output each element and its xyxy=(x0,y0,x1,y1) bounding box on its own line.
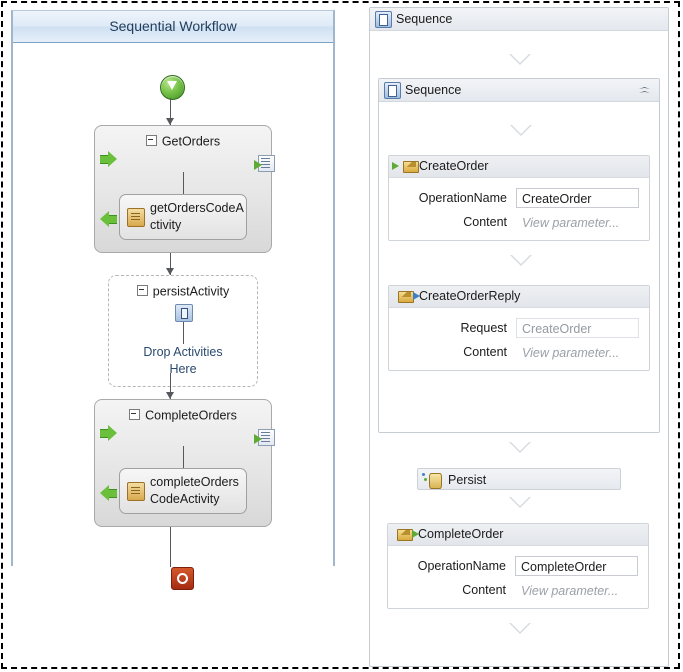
field-row: Request CreateOrder xyxy=(389,318,639,338)
card-createorder[interactable]: CreateOrder OperationName CreateOrder Co… xyxy=(388,155,650,241)
start-arrow-icon[interactable] xyxy=(160,75,185,100)
persist-badge-icon xyxy=(422,473,428,481)
inner-sequence-header[interactable]: Sequence xyxy=(379,79,659,102)
drop-triangle-icon[interactable] xyxy=(510,125,532,136)
inner-sequence-label: Sequence xyxy=(405,83,462,97)
outer-sequence-label: Sequence xyxy=(396,12,453,26)
outer-sequence-header[interactable]: Sequence xyxy=(370,8,668,31)
connector-line xyxy=(183,172,184,194)
connector-arrow xyxy=(166,268,174,275)
persist-icon[interactable] xyxy=(175,304,193,322)
collapse-expander-icon[interactable] xyxy=(145,135,157,147)
connector-line xyxy=(183,322,184,344)
drop-activities-text-line2: Here xyxy=(169,362,197,376)
sequence-icon xyxy=(384,82,401,99)
activity-persistactivity-label: persistActivity xyxy=(152,284,230,299)
field-label: Content xyxy=(463,215,507,229)
card-persist[interactable]: Persist xyxy=(417,468,621,490)
field-row: Content View parameter... xyxy=(388,580,638,600)
connector-arrow xyxy=(166,392,174,399)
receive-envelope-icon xyxy=(403,161,419,173)
activity-getorderscodeactivity[interactable]: getOrdersCodeActivity xyxy=(119,194,247,240)
sequence-icon xyxy=(375,11,392,28)
workflow-canvas[interactable]: GetOrders getOrdersCodeActivity persistA… xyxy=(13,43,333,590)
collapse-expander-icon[interactable] xyxy=(129,409,141,421)
code-scroll-icon xyxy=(127,208,145,227)
connector-line xyxy=(183,446,184,468)
field-label: OperationName xyxy=(417,559,506,573)
card-createorder-title: CreateOrder xyxy=(419,159,489,173)
card-createorder-header: CreateOrder xyxy=(389,156,649,178)
connector-arrow xyxy=(166,118,174,125)
drop-triangle-icon[interactable] xyxy=(510,255,532,266)
field-row: Content View parameter... xyxy=(389,212,639,232)
card-createorderreply[interactable]: CreateOrderReply Request CreateOrder Con… xyxy=(388,285,650,371)
activity-completeorders[interactable]: CompleteOrders completeOrdersCodeActivit… xyxy=(94,399,275,527)
field-label: OperationName xyxy=(418,191,507,205)
stop-icon[interactable] xyxy=(171,567,194,590)
sequential-workflow-panel: Sequential Workflow GetOrders getOrdersC… xyxy=(11,10,335,590)
request-input[interactable]: CreateOrder xyxy=(516,318,639,338)
activity-getorderscodeactivity-label: getOrdersCodeActivity xyxy=(150,201,244,232)
activity-completeorders-label: CompleteOrders xyxy=(145,408,237,423)
card-persist-label: Persist xyxy=(448,473,487,487)
inner-sequence-panel[interactable]: Sequence CreateOrder OperationName Creat… xyxy=(378,78,660,433)
code-scroll-icon xyxy=(127,482,145,501)
field-label: Content xyxy=(463,345,507,359)
card-completeorder[interactable]: CompleteOrder OperationName CompleteOrde… xyxy=(387,523,649,609)
receive-document-icon[interactable] xyxy=(254,155,275,172)
chevron-up-icon[interactable] xyxy=(638,83,652,97)
connector-line xyxy=(170,253,171,275)
send-envelope-icon xyxy=(397,529,413,541)
connector-line xyxy=(170,373,171,399)
activity-getorders[interactable]: GetOrders getOrdersCodeActivity xyxy=(94,125,275,253)
outbound-arrow-icon xyxy=(412,530,419,538)
card-createorderreply-header: CreateOrderReply xyxy=(389,286,649,308)
activity-completeorders-header: CompleteOrders xyxy=(95,400,271,423)
drop-activities-text-line1: Drop Activities xyxy=(143,345,223,359)
content-link[interactable]: View parameter... xyxy=(516,342,639,362)
card-completeorder-title: CompleteOrder xyxy=(418,527,504,541)
outer-sequence-panel[interactable]: Sequence Sequence CreateOrder OperationN… xyxy=(369,7,669,667)
card-createorderreply-title: CreateOrderReply xyxy=(419,289,521,303)
activity-getorders-label: GetOrders xyxy=(161,134,221,149)
field-label: Content xyxy=(462,583,506,597)
activity-getorders-header: GetOrders xyxy=(95,126,271,149)
field-row: Content View parameter... xyxy=(389,342,639,362)
persist-database-icon xyxy=(429,473,442,489)
drop-triangle-icon[interactable] xyxy=(509,54,531,65)
outbound-arrow-icon xyxy=(413,292,420,300)
workflow-title: Sequential Workflow xyxy=(13,11,333,43)
content-link[interactable]: View parameter... xyxy=(516,212,639,232)
content-link[interactable]: View parameter... xyxy=(515,580,638,600)
send-reply-envelope-icon xyxy=(398,291,414,303)
field-row: OperationName CompleteOrder xyxy=(388,556,638,576)
field-label: Request xyxy=(460,321,507,335)
collapse-expander-icon[interactable] xyxy=(136,285,148,297)
inbound-arrow-icon xyxy=(392,162,399,170)
activity-completeorderscodeactivity-label: completeOrdersCodeActivity xyxy=(150,475,239,506)
operationname-input[interactable]: CreateOrder xyxy=(516,188,639,208)
drop-triangle-icon[interactable] xyxy=(509,497,531,508)
activity-persistactivity[interactable]: persistActivity Drop Activities Here xyxy=(108,275,258,387)
operationname-input[interactable]: CompleteOrder xyxy=(515,556,638,576)
activity-completeorderscodeactivity[interactable]: completeOrdersCodeActivity xyxy=(119,468,247,514)
connector-line xyxy=(170,527,171,567)
card-completeorder-header: CompleteOrder xyxy=(388,524,648,546)
field-row: OperationName CreateOrder xyxy=(389,188,639,208)
receive-document-icon[interactable] xyxy=(254,429,275,446)
drop-triangle-icon[interactable] xyxy=(509,623,531,634)
connector-line xyxy=(170,98,171,125)
drop-triangle-icon[interactable] xyxy=(509,442,531,453)
activity-persistactivity-header: persistActivity xyxy=(109,276,257,299)
